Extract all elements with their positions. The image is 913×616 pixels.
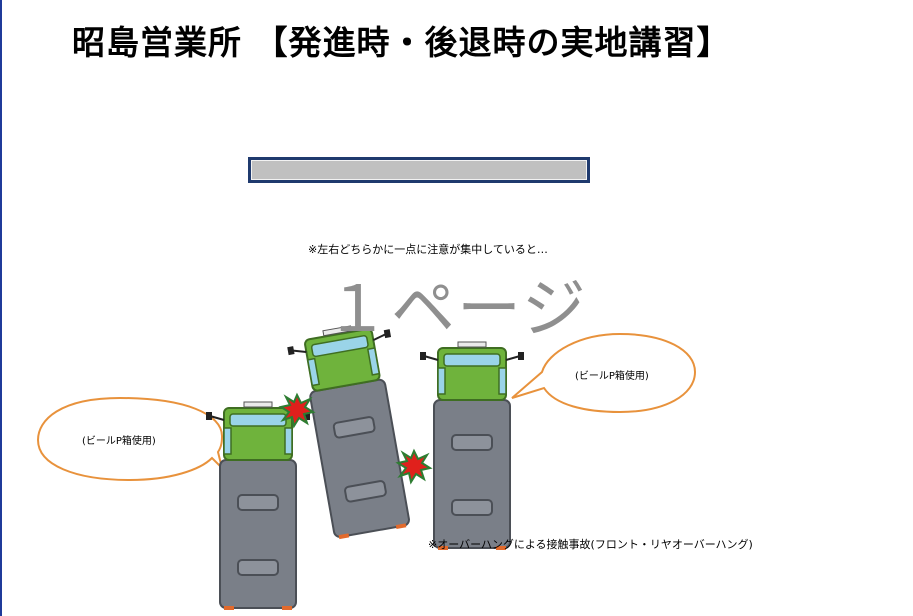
speech-bubble-right (511, 332, 697, 414)
bubble-left-text: (ビールP箱使用) (82, 436, 156, 447)
note-overhang: ※オーバーハングによる接触事故(フロント・リヤオーバーハング) (428, 538, 753, 551)
speech-bubble-left (36, 396, 224, 482)
collision-icon (397, 450, 431, 483)
slide-title: 昭島営業所 【発進時・後退時の実地講習】 (72, 23, 731, 62)
slide-left-border (0, 0, 2, 616)
title-bar-shape (248, 157, 590, 183)
page-number-label: １ページ (325, 273, 588, 347)
note-attention: ※左右どちらかに一点に注意が集中していると… (308, 243, 548, 256)
truck-icon (284, 318, 426, 544)
truck-icon (419, 341, 525, 551)
bubble-right-text: (ビールP箱使用) (575, 371, 649, 382)
